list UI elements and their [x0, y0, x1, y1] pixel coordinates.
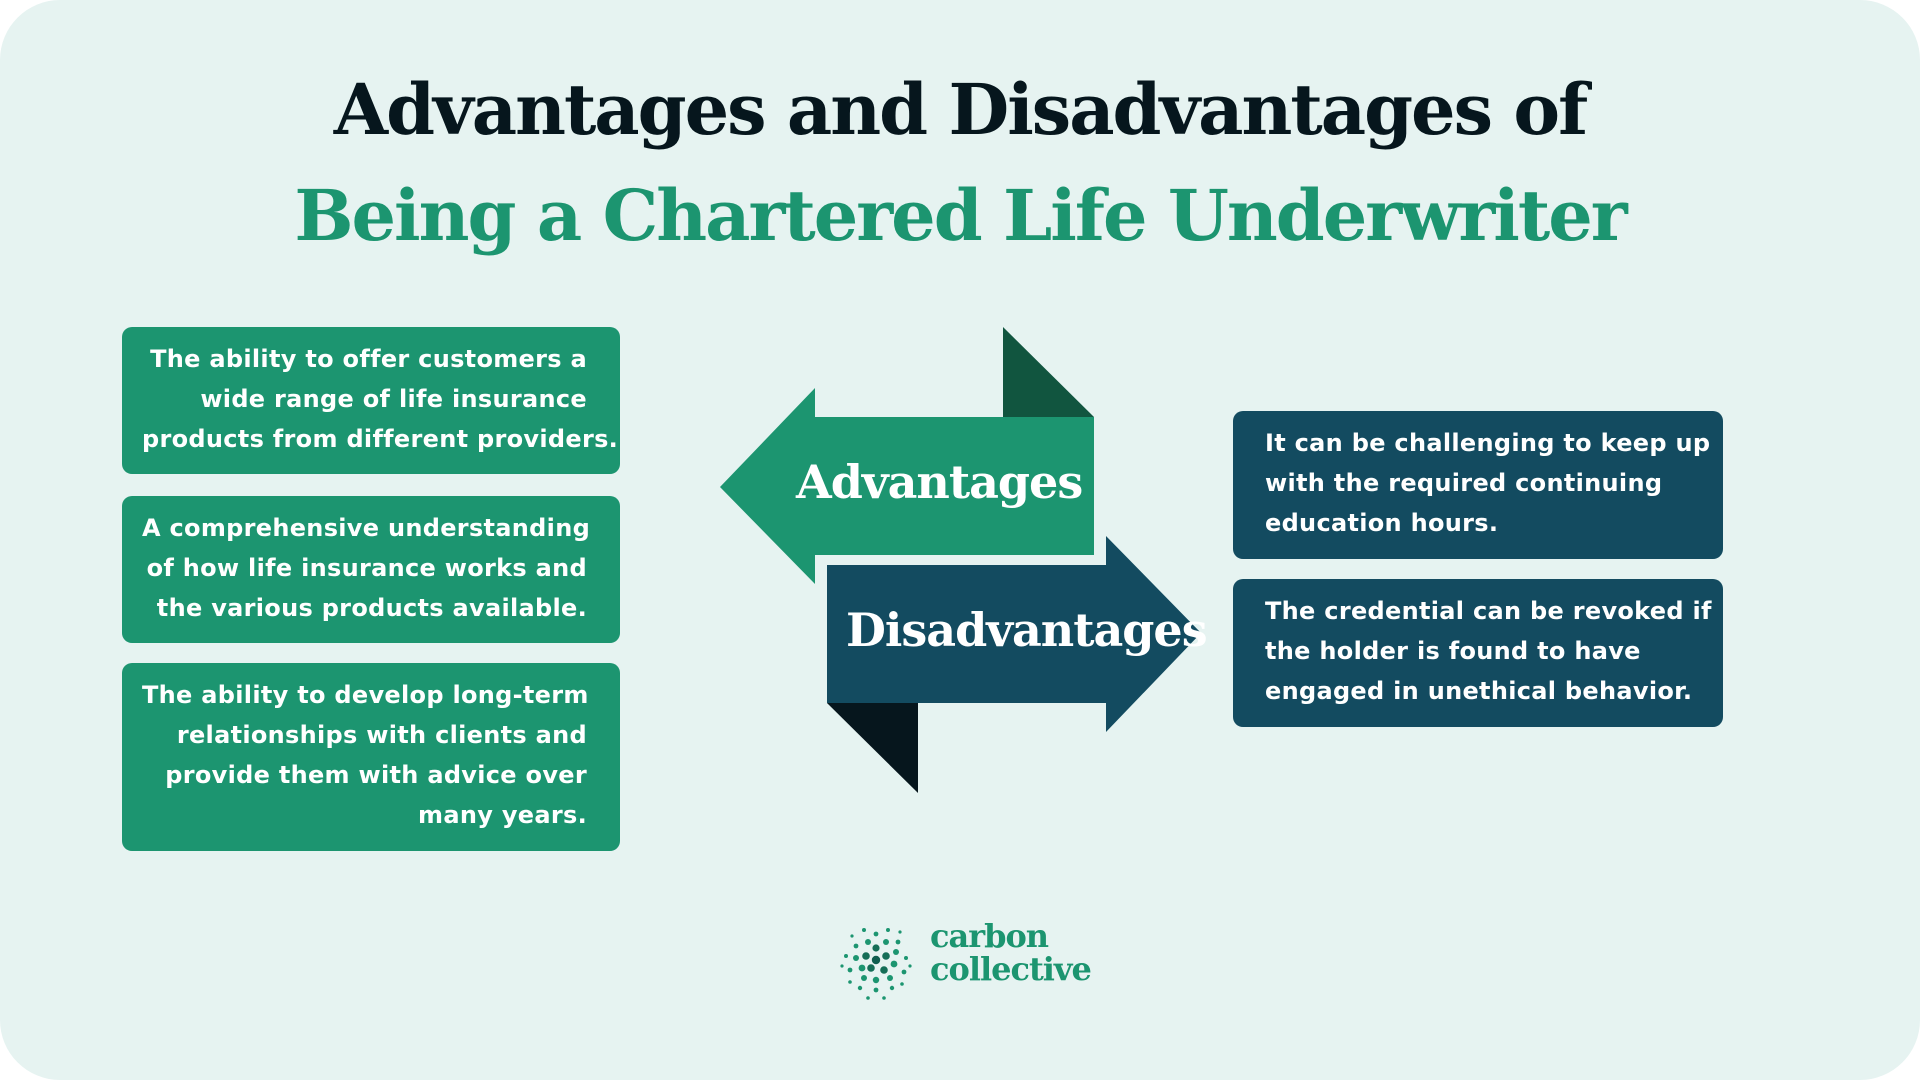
advantages-arrow-left-icon — [720, 388, 1094, 584]
advantages-label: Advantages — [796, 455, 1083, 509]
advantage-text-line: many years. — [418, 801, 587, 829]
disadvantages-label: Disadvantages — [846, 603, 1208, 657]
advantage-text-line: A comprehensive understanding — [142, 514, 591, 542]
advantage-item-1: The ability to offer customers a wide ra… — [122, 327, 620, 474]
disadvantage-text-line: education hours. — [1265, 509, 1499, 537]
disadvantage-text-line: with the required continuing — [1265, 469, 1663, 497]
advantage-text-line: wide range of life insurance — [200, 385, 587, 413]
disadvantage-item-2: The credential can be revoked if the hol… — [1233, 579, 1723, 727]
title-line-2: Being a Chartered Life Underwriter — [294, 174, 1627, 257]
disadvantage-text-line: the holder is found to have — [1265, 637, 1641, 665]
advantage-text-line: relationships with clients and — [176, 721, 587, 749]
advantage-text-line: The ability to offer customers a — [150, 345, 587, 373]
disadvantages-fold-icon — [827, 703, 918, 793]
disadvantage-text-line: engaged in unethical behavior. — [1265, 677, 1693, 705]
brand-name-line-1: carbon — [930, 917, 1049, 955]
disadvantages-arrow-right-icon — [827, 536, 1201, 732]
advantage-text-line: of how life insurance works and — [146, 554, 587, 582]
advantage-text-line: provide them with advice over — [165, 761, 587, 789]
disadvantage-text-line: It can be challenging to keep up — [1265, 429, 1711, 457]
advantages-fold-icon — [1003, 327, 1094, 417]
disadvantage-item-1: It can be challenging to keep up with th… — [1233, 411, 1723, 559]
advantage-text-line: the various products available. — [156, 594, 587, 622]
brand-name: carbon collective — [930, 917, 1092, 988]
advantage-item-2: A comprehensive understanding of how lif… — [122, 496, 620, 643]
advantage-item-3: The ability to develop long-term relatio… — [122, 663, 620, 851]
dot-sphere-icon — [840, 928, 912, 1000]
disadvantage-text-line: The credential can be revoked if — [1265, 597, 1712, 625]
advantage-text-line: products from different providers. — [142, 425, 619, 453]
title-line-1: Advantages and Disadvantages of — [333, 68, 1588, 151]
advantage-text-line: The ability to develop long-term — [142, 681, 589, 709]
brand-name-line-2: collective — [930, 950, 1092, 988]
